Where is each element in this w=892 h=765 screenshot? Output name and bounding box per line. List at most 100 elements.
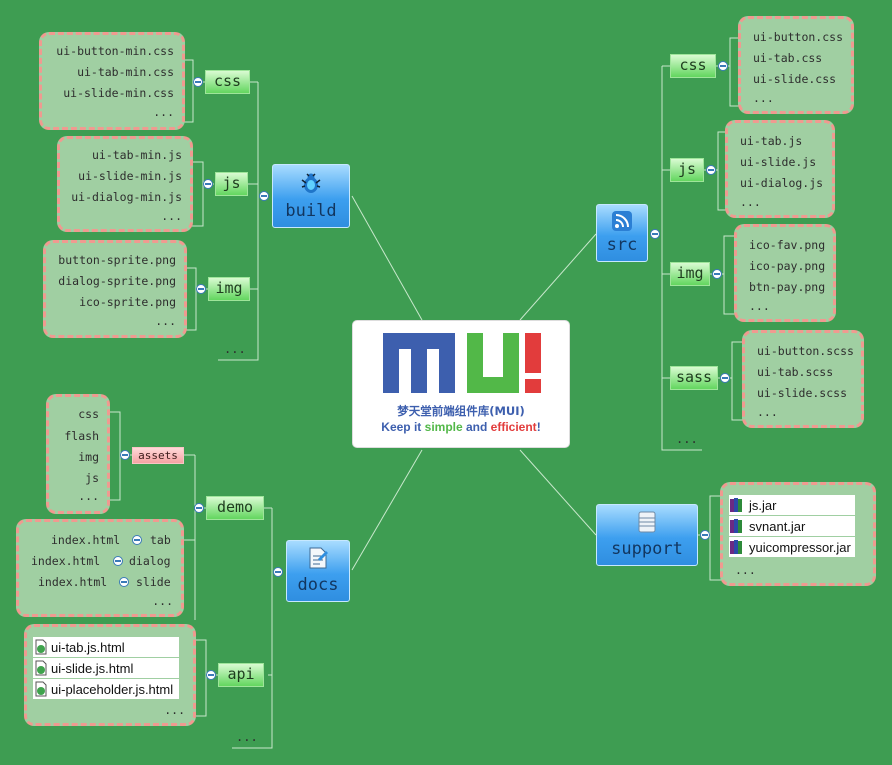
src-js-collapse-toggle[interactable] [706, 165, 716, 175]
file-item[interactable]: btn-pay.png [749, 280, 826, 294]
asset-item[interactable]: flash [64, 429, 99, 443]
file-item[interactable]: ui-slide.js [740, 155, 817, 169]
assets-collapse-toggle[interactable] [120, 450, 130, 460]
more-item[interactable]: ... [735, 563, 756, 577]
src-sass-collapse-toggle[interactable] [720, 373, 730, 383]
src-sass-folder[interactable]: sass [670, 366, 718, 390]
build-js-collapse-toggle[interactable] [203, 179, 213, 189]
build-css-collapse-toggle[interactable] [193, 77, 203, 87]
api-files: ui-tab.js.html ui-slide.js.html ui-place… [24, 624, 196, 726]
build-js-files: ui-tab-min.js ui-slide-min.js ui-dialog-… [57, 136, 193, 232]
more-item[interactable]: ... [740, 195, 761, 209]
more-item[interactable]: ... [152, 594, 173, 608]
demo-pages: index.html tab index.html dialog index.h… [16, 519, 184, 617]
file-item[interactable]: ui-button.css [753, 30, 844, 44]
file-item[interactable]: ui-button.scss [757, 344, 854, 358]
src-js-files: ui-tab.js ui-slide.js ui-dialog.js ... [725, 120, 835, 218]
slogan-part: ! [536, 420, 541, 434]
file-item[interactable]: ico-fav.png [749, 238, 826, 252]
page-collapse-toggle[interactable] [119, 577, 129, 587]
document-icon [309, 547, 328, 569]
asset-item[interactable]: img [78, 450, 99, 464]
docs-assets-folder[interactable]: assets [132, 447, 184, 464]
file-item[interactable]: dialog-sprite.png [58, 274, 176, 288]
more-item[interactable]: ... [153, 105, 174, 119]
html-file-icon [35, 681, 47, 697]
more-item[interactable]: ... [757, 405, 778, 419]
src-css-collapse-toggle[interactable] [718, 61, 728, 71]
more-item[interactable]: ... [155, 314, 176, 328]
src-js-folder[interactable]: js [670, 158, 704, 182]
page-collapse-toggle[interactable] [132, 535, 142, 545]
build-css-folder[interactable]: css [205, 70, 250, 94]
file-item[interactable]: ui-tab.css [753, 51, 823, 65]
build-collapse-toggle[interactable] [259, 191, 269, 201]
slogan-part: and [462, 420, 491, 434]
page-name[interactable]: dialog [129, 554, 171, 568]
more-item[interactable]: ... [78, 489, 99, 503]
src-img-collapse-toggle[interactable] [712, 269, 722, 279]
docs-more[interactable]: ... [236, 730, 258, 744]
api-doc-item[interactable]: ui-slide.js.html [33, 658, 179, 678]
file-item[interactable]: ui-dialog.js [740, 176, 824, 190]
file-item[interactable]: ico-pay.png [749, 259, 826, 273]
api-doc-item[interactable]: ui-tab.js.html [33, 637, 179, 657]
build-node[interactable]: build [272, 164, 350, 228]
page-name[interactable]: tab [150, 533, 171, 547]
file-item[interactable]: ui-slide-min.js [78, 169, 182, 183]
file-item[interactable]: ui-tab-min.css [77, 65, 174, 79]
file-item[interactable]: button-sprite.png [58, 253, 176, 267]
docs-collapse-toggle[interactable] [273, 567, 283, 577]
center-node[interactable]: 梦天堂前端组件库(MUI) Keep it simple and efficie… [352, 320, 570, 448]
more-item[interactable]: ... [749, 299, 770, 313]
src-collapse-toggle[interactable] [650, 229, 660, 239]
src-more[interactable]: ... [676, 432, 698, 446]
docs-demo-collapse-toggle[interactable] [194, 503, 204, 513]
docs-node[interactable]: docs [286, 540, 350, 602]
page-collapse-toggle[interactable] [113, 556, 123, 566]
jar-item[interactable]: js.jar [729, 495, 855, 515]
build-js-folder[interactable]: js [215, 172, 248, 196]
support-collapse-toggle[interactable] [700, 530, 710, 540]
more-item[interactable]: ... [164, 703, 185, 717]
page-file[interactable]: index.html [38, 575, 108, 589]
src-node[interactable]: src [596, 204, 648, 262]
docs-api-folder[interactable]: api [218, 663, 264, 687]
slogan-part: Keep it [381, 420, 425, 434]
more-item[interactable]: ... [753, 91, 774, 105]
file-item[interactable]: ico-sprite.png [79, 295, 176, 309]
api-doc-item[interactable]: ui-placeholder.js.html [33, 679, 179, 699]
file-item[interactable]: ui-slide.scss [757, 386, 848, 400]
file-item[interactable]: ui-tab.js [740, 134, 803, 148]
docs-demo-folder[interactable]: demo [206, 496, 264, 520]
asset-item[interactable]: css [78, 407, 99, 421]
api-doc-name: ui-slide.js.html [51, 660, 134, 676]
src-img-folder[interactable]: img [670, 262, 710, 286]
docs-api-collapse-toggle[interactable] [206, 670, 216, 680]
build-img-folder[interactable]: img [208, 277, 250, 301]
page-name[interactable]: slide [136, 575, 171, 589]
page-file[interactable]: index.html [31, 554, 101, 568]
build-img-collapse-toggle[interactable] [196, 284, 206, 294]
file-item[interactable]: ui-dialog-min.js [71, 190, 182, 204]
more-item[interactable]: ... [161, 209, 182, 223]
slogan-simple: simple [424, 420, 463, 434]
jar-book-icon [730, 519, 742, 533]
asset-item[interactable]: js [85, 471, 99, 485]
docs-label: docs [297, 575, 339, 595]
jar-item[interactable]: yuicompressor.jar [729, 537, 855, 557]
support-node[interactable]: support [596, 504, 698, 566]
file-item[interactable]: ui-slide.css [753, 72, 837, 86]
html-file-icon [35, 639, 47, 655]
mui-logo [383, 333, 541, 393]
page-file[interactable]: index.html [51, 533, 121, 547]
jar-item[interactable]: svnant.jar [729, 516, 855, 536]
database-icon [638, 511, 656, 533]
jar-name: js.jar [749, 497, 777, 513]
src-css-folder[interactable]: css [670, 54, 716, 78]
file-item[interactable]: ui-tab.scss [757, 365, 834, 379]
file-item[interactable]: ui-button-min.css [56, 44, 174, 58]
build-more[interactable]: ... [224, 342, 246, 356]
file-item[interactable]: ui-slide-min.css [63, 86, 174, 100]
file-item[interactable]: ui-tab-min.js [91, 148, 182, 162]
